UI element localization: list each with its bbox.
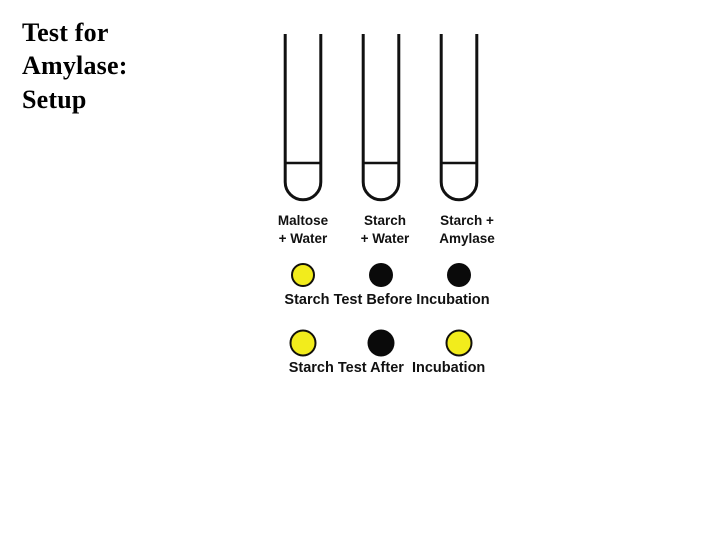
page-title-line-2: Amylase:: [22, 51, 128, 81]
result-dot-slot-3: [422, 328, 496, 358]
starch-test-dot: [369, 263, 393, 287]
starch-test-dot: [291, 263, 315, 287]
test-tube-1: [266, 28, 340, 203]
result-row-after-incubation: Starch Test After Incubation: [262, 328, 512, 392]
starch-test-dot: [289, 329, 317, 357]
amylase-test-diagram: Maltose + Water Starch + Water Starch + …: [262, 28, 512, 388]
test-tube-label-3-line-1: Starch +: [440, 213, 494, 228]
page-title: Test for Amylase: Setup: [22, 16, 262, 116]
result-dot-slot-2: [344, 328, 418, 358]
test-tube-row: [262, 28, 512, 203]
result-dot-slot-3: [422, 260, 496, 290]
result-dot-slot-2: [344, 260, 418, 290]
test-tube-label-3: Starch + Amylase: [425, 212, 509, 248]
test-tube-icon: [360, 32, 402, 202]
starch-test-dot: [447, 263, 471, 287]
test-tube-label-2-line-2: + Water: [360, 230, 410, 246]
test-tube-label-1: Maltose + Water: [261, 212, 345, 248]
page-title-line-1: Test for: [22, 18, 109, 47]
result-caption-before: Starch Test Before Incubation: [284, 292, 490, 308]
result-dot-slot-1: [266, 328, 340, 358]
test-tube-label-1-line-1: Maltose: [277, 213, 329, 228]
result-dots-before: [262, 260, 512, 290]
starch-test-dot: [367, 329, 395, 357]
page-title-line-3: Setup: [22, 84, 87, 114]
test-tube-2: [344, 28, 418, 203]
test-tube-icon: [282, 32, 324, 202]
result-dot-slot-1: [266, 260, 340, 290]
test-tube-labels: Maltose + Water Starch + Water Starch + …: [262, 212, 512, 252]
result-row-before-incubation: Starch Test Before Incubation: [262, 260, 512, 324]
test-tube-label-2-line-1: Starch: [363, 213, 407, 228]
test-tube-3: [422, 28, 496, 203]
test-tube-icon: [438, 32, 480, 202]
starch-test-dot: [445, 329, 473, 357]
test-tube-label-2: Starch + Water: [343, 212, 427, 248]
result-dots-after: [262, 328, 512, 358]
test-tube-label-3-line-2: Amylase: [439, 230, 495, 246]
result-caption-after: Starch Test After Incubation: [288, 360, 486, 376]
test-tube-label-1-line-2: + Water: [278, 230, 328, 246]
